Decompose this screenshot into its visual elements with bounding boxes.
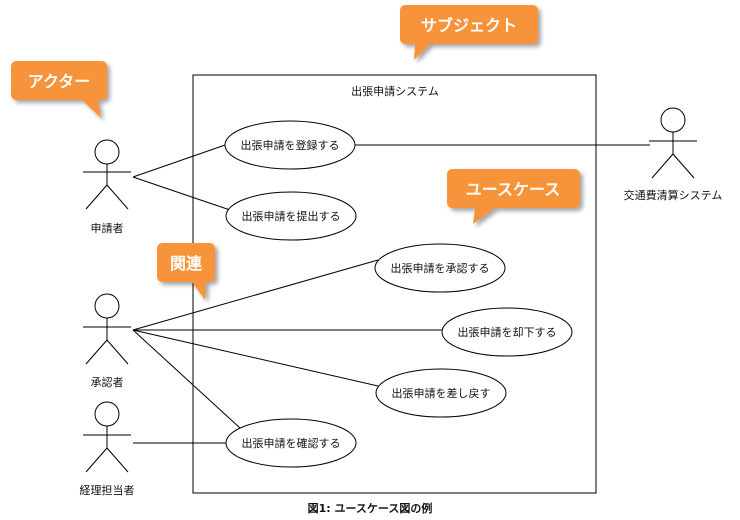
actor-approver-label: 承認者 (91, 375, 124, 389)
actor-applicant[interactable] (83, 139, 131, 210)
actor-approver[interactable] (83, 293, 131, 365)
actor-accounting[interactable] (83, 401, 131, 473)
assoc-approver-confirm (132, 329, 241, 429)
callout-association-label: 関連 (170, 254, 203, 273)
usecase-approve[interactable]: 出張申請を承認する (374, 243, 506, 293)
usecase-return-label: 出張申請を差し戻す (392, 386, 491, 400)
callout-usecase-label: ユースケース (466, 180, 560, 199)
callout-association (157, 243, 215, 300)
actor-applicant-head (94, 139, 120, 165)
usecase-return[interactable]: 出張申請を差し戻す (375, 368, 507, 418)
actor-transport-system[interactable] (649, 107, 697, 179)
assoc-applicant-register (132, 143, 229, 178)
actor-accounting-label: 経理担当者 (80, 483, 135, 497)
usecase-submit[interactable]: 出張申請を提出する (225, 191, 357, 241)
usecase-reject-label: 出張申請を却下する (458, 325, 557, 339)
usecase-confirm-label: 出張申請を確認する (242, 436, 341, 450)
actor-approver-head (94, 293, 120, 319)
usecase-register[interactable]: 出張申請を登録する (224, 120, 356, 170)
callout-actor (11, 61, 107, 118)
usecase-approve-label: 出張申請を承認する (391, 261, 490, 275)
callout-subject-label: サブジェクト (421, 16, 517, 35)
actor-accounting-head (94, 401, 120, 427)
associations (132, 143, 650, 444)
figure-caption: 図1: ユースケース図の例 (308, 501, 433, 515)
usecase-submit-label: 出張申請を提出する (242, 209, 341, 223)
actor-transport-system-label: 交通費清算システム (624, 188, 723, 202)
callout-subject (400, 5, 538, 60)
callout-actor-label: アクター (28, 72, 91, 91)
usecase-confirm[interactable]: 出張申請を確認する (225, 418, 357, 468)
assoc-approver-approve (132, 259, 379, 331)
actor-transport-system-head (660, 107, 686, 133)
callout-usecase (447, 169, 580, 224)
system-label: 出張申請システム (351, 84, 439, 98)
assoc-applicant-submit (132, 176, 231, 211)
usecase-reject[interactable]: 出張申請を却下する (441, 307, 573, 357)
usecase-register-label: 出張申請を登録する (241, 138, 340, 152)
actor-applicant-label: 申請者 (91, 221, 124, 235)
assoc-approver-return (132, 329, 379, 387)
